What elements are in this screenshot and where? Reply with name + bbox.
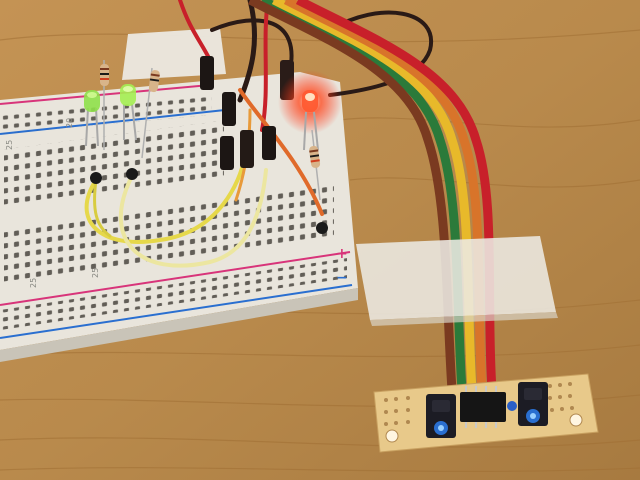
main-hole-grid-top bbox=[4, 120, 224, 210]
resistor-icon bbox=[141, 67, 160, 159]
resistor-icon bbox=[309, 129, 321, 201]
row-number-label: 25 bbox=[29, 278, 38, 288]
ir-sensor-icon bbox=[518, 382, 548, 426]
top-rail-red-line bbox=[0, 84, 211, 105]
wire-end-black bbox=[316, 222, 328, 234]
capacitor-blue bbox=[507, 401, 517, 411]
wire-end-black bbox=[126, 168, 138, 180]
masking-tape-shadow bbox=[370, 312, 558, 326]
main-hole-grid-bottom bbox=[4, 185, 334, 287]
led-green-icon bbox=[84, 90, 100, 147]
top-rail-holes bbox=[2, 96, 212, 134]
jumper-wire-icon bbox=[84, 158, 268, 268]
masking-tape-cable bbox=[356, 236, 556, 320]
mounting-hole bbox=[569, 413, 583, 427]
row-number-label: 20 bbox=[65, 118, 74, 128]
rail-minus-symbol: − bbox=[336, 270, 348, 286]
wire-end-black bbox=[90, 172, 102, 184]
bottom-rail-red-line bbox=[0, 251, 351, 306]
ir-sensor-icon bbox=[426, 394, 456, 438]
jumper-wire-icon bbox=[178, 0, 434, 216]
row-number-label: 25 bbox=[5, 140, 14, 150]
resistor-icon bbox=[100, 60, 109, 150]
ic-chip-icon bbox=[460, 386, 506, 428]
led-red-icon bbox=[302, 90, 319, 151]
rail-plus-symbol: + bbox=[336, 246, 348, 262]
bottom-rail-holes bbox=[2, 258, 347, 330]
row-number-label: 25 bbox=[91, 268, 100, 278]
led-green-icon bbox=[120, 84, 137, 141]
pcb-holes bbox=[384, 382, 574, 426]
mounting-hole bbox=[385, 429, 399, 443]
breadboard-side bbox=[0, 288, 358, 362]
bottom-rail-blue-line bbox=[0, 284, 353, 339]
ir-sensor-board bbox=[373, 373, 599, 453]
